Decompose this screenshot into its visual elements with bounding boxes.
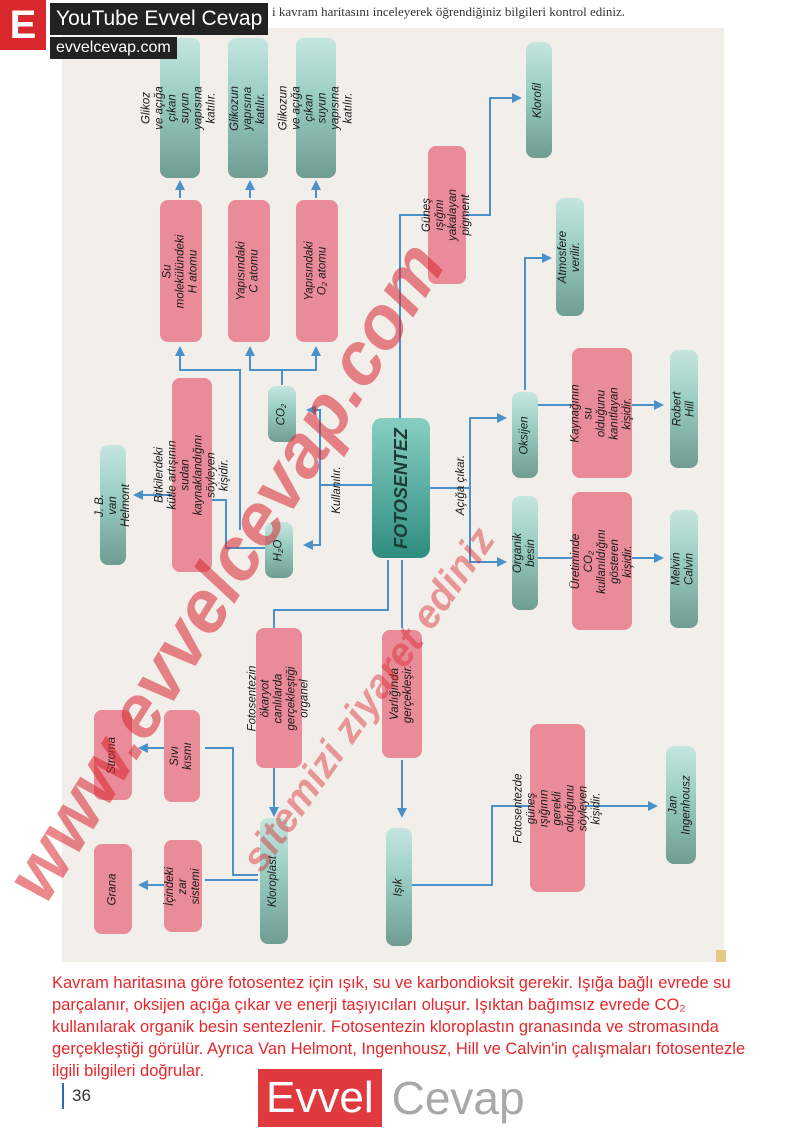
c-atom-box: Yapısındaki C atomu	[228, 200, 270, 342]
h-atom-box: Su molekülündeki H atomu	[160, 200, 202, 342]
h-atom-note-box: Glikoz ve açığa çıkan suyun yapısına kat…	[141, 38, 218, 178]
helmont-box: J. B. van Helmont	[94, 445, 132, 565]
o-atom-note: Glikozun ve açığa çıkan suyun yapısına k…	[277, 85, 354, 131]
map-corner-mark	[716, 950, 726, 962]
co2-box: CO₂	[268, 386, 296, 442]
helmont-desc-box: Bitkilerdeki kütle artışının sudan kayna…	[153, 378, 230, 572]
fotosentez-center: FOTOSENTEZ	[372, 418, 430, 558]
oksijen-box: Oksijen	[512, 392, 538, 478]
badge-site: evvelcevap.com	[50, 37, 177, 59]
isik-label: Işık	[392, 878, 405, 896]
o-atom-box: Yapısındaki O₂ atomu	[296, 200, 338, 342]
logo-evvel: Evvel	[258, 1069, 382, 1127]
instruction-text: i kavram haritasını inceleyerek öğrendiğ…	[272, 4, 626, 19]
o-atom-note-box: Glikozun ve açığa çıkan suyun yapısına k…	[277, 38, 354, 178]
klorofil-label: Klorofil	[532, 82, 545, 118]
isik-box: Işık	[386, 828, 412, 946]
grana-box: Grana	[94, 844, 132, 934]
grana-label: Grana	[106, 873, 119, 905]
hill-desc-box: Kaynağının su olduğunu kanıtlayan kişidi…	[569, 348, 634, 478]
ingenhousz-desc: Fotosentezde güneş ışığının gerekli oldu…	[512, 773, 602, 843]
hill-label: Robert Hill	[671, 391, 696, 427]
kloroplast-box: Kloroplast	[260, 818, 288, 944]
zar-label: İçindeki zar sistemi	[163, 866, 202, 906]
youtube-badge: E YouTube Evvel Cevap evvelcevap.com	[0, 0, 270, 62]
h-atom-label: Su molekülündeki H atomu	[161, 234, 200, 308]
calvin-label: Melvin Calvin	[671, 552, 697, 586]
sivi-label: Sıvı kısmı	[169, 742, 194, 770]
atmosfer-label: Atmosfere verilir.	[557, 230, 583, 284]
page-number-bar	[62, 1083, 64, 1109]
h-atom-note: Glikoz ve açığa çıkan suyun yapısına kat…	[141, 86, 218, 130]
sivi-box: Sıvı kısmı	[164, 710, 200, 802]
h2o-box: H₂O	[265, 522, 293, 578]
organik-box: Organik besin	[512, 496, 538, 610]
oksijen-label: Oksijen	[518, 415, 531, 455]
badge-title: YouTube Evvel Cevap	[50, 3, 269, 35]
calvin-box: Melvin Calvin	[670, 510, 698, 628]
c-atom-label: Yapısındaki C atomu	[236, 241, 261, 301]
calvin-desc-box: Üretiminde CO₂ kullanıldığını gösteren k…	[569, 492, 634, 630]
answer-paragraph: Kavram haritasına göre fotosentez için ı…	[52, 974, 746, 1080]
evvel-cevap-logo: Evvel Cevap	[258, 1068, 525, 1128]
organel-box: Fotosentezin ökaryot canlılarda gerçekle…	[247, 628, 311, 768]
helmont-label: J. B. van Helmont	[93, 483, 132, 527]
ingenhousz-box: Jan Ingenhousz	[666, 746, 696, 864]
klorofil-box: Klorofil	[526, 42, 552, 158]
page-number: 36	[72, 1086, 91, 1105]
organel-label: Fotosentezin ökaryot canlılarda gerçekle…	[246, 665, 311, 731]
hill-box: Robert Hill	[670, 350, 698, 468]
badge-logo-letter: E	[0, 0, 46, 50]
o-atom-label: Yapısındaki O₂ atomu	[304, 241, 329, 301]
organik-label: Organik besin	[512, 532, 537, 574]
logo-cevap: Cevap	[391, 1072, 525, 1124]
pigment-label: Güneş ışığını yakalayan pigment	[421, 189, 473, 241]
stroma-box: Stroma	[94, 710, 132, 800]
releases-link-label: Açığa çıkar.	[455, 454, 468, 516]
ingenhousz-desc-box: Fotosentezde güneş ışığının gerekli oldu…	[512, 724, 602, 892]
zar-box: İçindeki zar sistemi	[164, 840, 202, 932]
hill-desc: Kaynağının su olduğunu kanıtlayan kişidi…	[569, 383, 634, 443]
ingenhousz-label: Jan Ingenhousz	[668, 775, 694, 835]
calvin-desc: Üretiminde CO₂ kullanıldığını gösteren k…	[569, 528, 634, 594]
c-atom-note-box: Glikozun yapısına katılır.	[228, 38, 268, 178]
center-label: FOTOSENTEZ	[390, 427, 411, 549]
occurs-presence-box: Varlığında gerçekleşir.	[382, 630, 422, 758]
c-atom-note: Glikozun yapısına katılır.	[228, 85, 267, 131]
pigment-box: Güneş ışığını yakalayan pigment	[421, 146, 472, 284]
atmosfer-box: Atmosfere verilir.	[556, 198, 584, 316]
